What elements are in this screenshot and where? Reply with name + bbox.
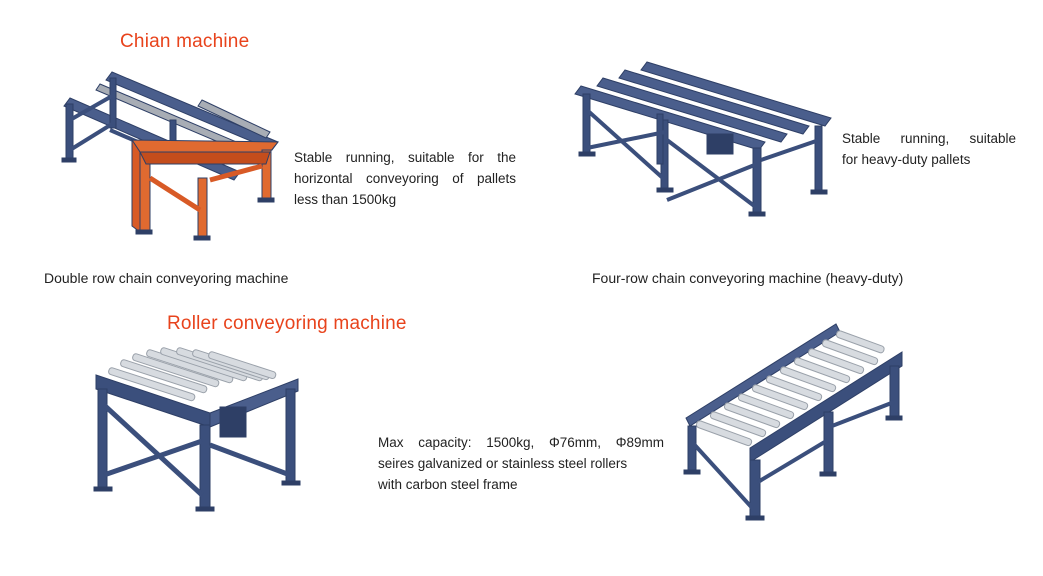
roller-description: Max capacity: 1500kg, Φ76mm, Φ89mm seire…: [378, 432, 664, 495]
roller-section-heading: Roller conveyoring machine: [167, 313, 407, 334]
four-chain-description-line: Stable running, suitable: [842, 131, 1016, 146]
chain-section-heading: Chian machine: [120, 31, 250, 52]
roller-description-line: seires galvanized or stainless steel rol…: [378, 456, 628, 471]
roller-description-line: with carbon steel frame: [378, 477, 518, 492]
long-roller-conveyor-icon: [683, 323, 903, 521]
double-chain-caption: Double row chain conveyoring machine: [44, 270, 289, 286]
double-chain-description: Stable running, suitable for the horizon…: [294, 147, 516, 210]
roller-description-line: Max capacity: 1500kg, Φ76mm, Φ89mm: [378, 435, 664, 450]
four-chain-description-line: for heavy-duty pallets: [842, 152, 971, 167]
four-chain-conveyor-icon: [574, 61, 832, 217]
short-roller-conveyor-icon: [93, 347, 301, 512]
double-chain-description-line: horizontal conveyoring of pallets: [294, 171, 516, 186]
four-chain-caption: Four-row chain conveyoring machine (heav…: [592, 270, 904, 286]
double-chain-description-line: Stable running, suitable for the: [294, 150, 516, 165]
double-chain-conveyor-icon: [61, 71, 280, 241]
double-chain-description-line: less than 1500kg: [294, 192, 397, 207]
four-chain-description: Stable running, suitable for heavy-duty …: [842, 128, 1016, 170]
